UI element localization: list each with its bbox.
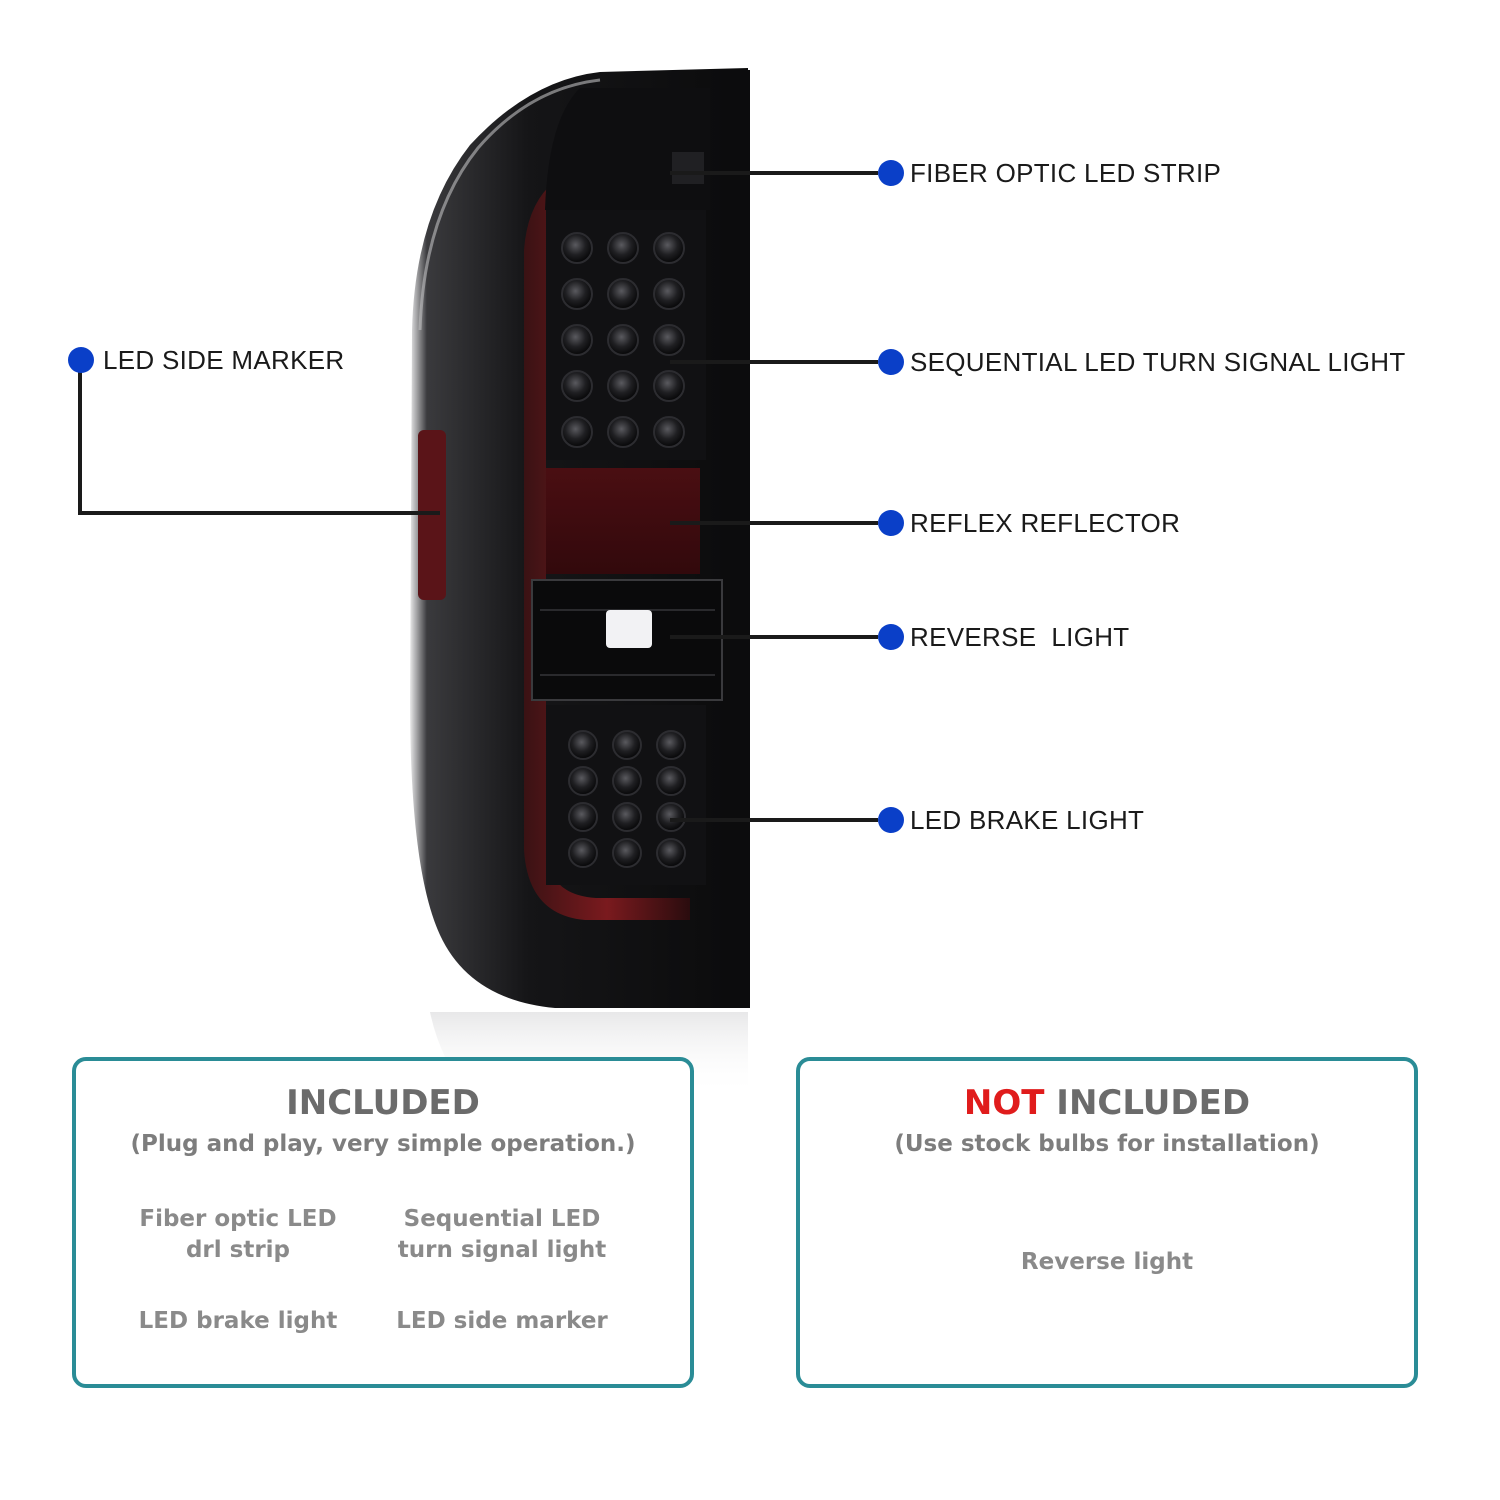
callout-fiber-optic-led-strip: FIBER OPTIC LED STRIP [910,158,1222,188]
fiber-optic-bar [524,162,690,920]
not-included-item-reverse: Reverse light [1020,1249,1194,1275]
callout-sequential-turn-signal: SEQUENTIAL LED TURN SIGNAL LIGHT [910,347,1406,377]
not-included-panel: NOT INCLUDED (Use stock bulbs for instal… [796,1057,1418,1388]
not-included-title: NOT INCLUDED [963,1083,1251,1123]
brake-led [612,802,642,832]
leader-lines [78,171,878,822]
brake-led [568,730,598,760]
callout-dots [68,160,904,833]
turn-signal-led [607,278,639,310]
brake-led [568,838,598,868]
included-subtitle: (Plug and play, very simple operation.) [130,1131,636,1157]
included-title: INCLUDED [286,1083,480,1123]
callout-reverse-light: REVERSE LIGHT [910,622,1130,652]
turn-signal-led [561,370,593,402]
turn-signal-led [607,370,639,402]
not-accent: NOT [963,1083,1045,1123]
turn-signal-led [653,278,685,310]
turn-signal-led [653,416,685,448]
brake-led [612,838,642,868]
mounting-flange [722,70,750,1008]
included-item-brake-light: LED brake light [138,1308,338,1334]
turn-signal-led [561,416,593,448]
included-item-fiber-optic: Fiber optic LED drl strip [139,1206,337,1263]
callout-reflex-reflector: REFLEX REFLECTOR [910,508,1181,538]
brake-led [568,802,598,832]
brake-led [656,802,686,832]
brake-led [612,766,642,796]
turn-signal-led [561,232,593,264]
brake-led [568,766,598,796]
turn-signal-led [653,370,685,402]
not-included-subtitle: (Use stock bulbs for installation) [894,1131,1320,1157]
turn-signal-led [561,324,593,356]
brake-led [656,766,686,796]
turn-signal-led [607,416,639,448]
turn-signal-led [607,232,639,264]
reverse-bulb [606,610,652,648]
brake-led [656,730,686,760]
turn-signal-led [653,232,685,264]
lamp-edge-highlight [418,78,601,331]
turn-signal-led [561,278,593,310]
included-item-side-marker: LED side marker [396,1308,608,1334]
callout-led-brake-light: LED BRAKE LIGHT [910,805,1145,835]
included-item-sequential: Sequential LED turn signal light [397,1206,607,1263]
callout-led-side-marker: LED SIDE MARKER [103,345,345,375]
brake-led [612,730,642,760]
included-panel: INCLUDED (Plug and play, very simple ope… [72,1057,694,1388]
turn-signal-led [607,324,639,356]
turn-signal-led [653,324,685,356]
brake-led [656,838,686,868]
